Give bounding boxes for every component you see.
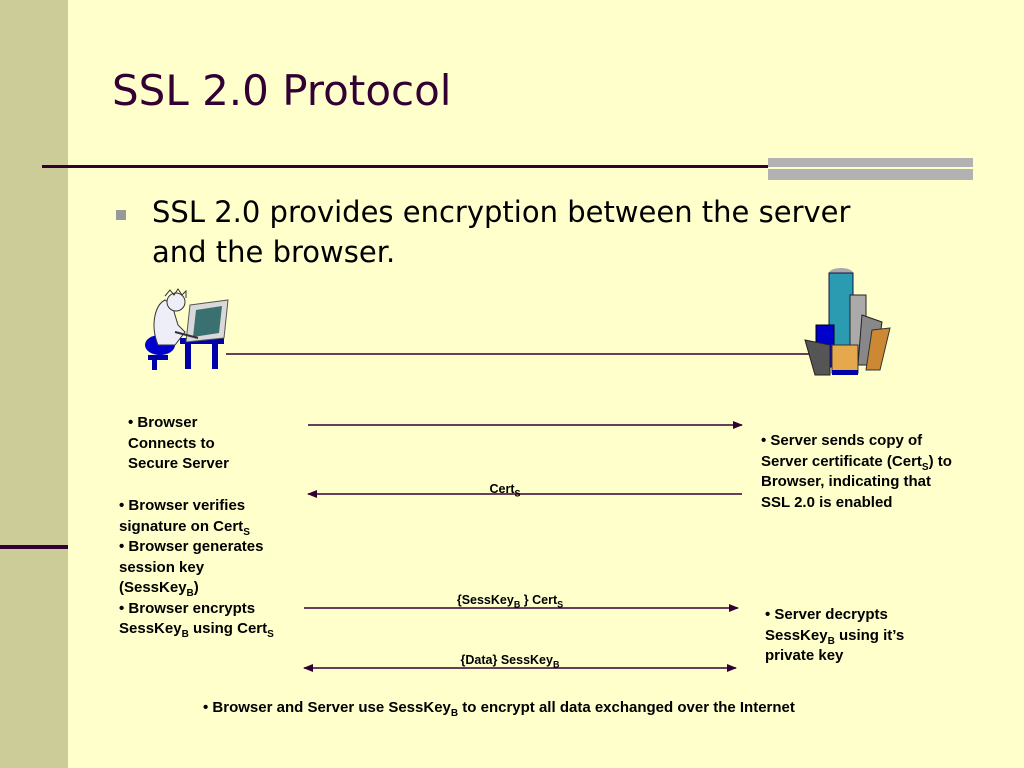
note-footer: • Browser and Server use SessKeyB to enc… <box>203 698 795 719</box>
message-label-data: {Data} SessKeyB <box>430 653 590 667</box>
message-label-cert: CertS <box>470 482 540 496</box>
person-at-computer-icon <box>145 289 228 370</box>
city-buildings-icon <box>805 268 890 375</box>
note-server-decrypts: • Server decrypts SessKeyB using it’s pr… <box>765 605 904 667</box>
note-server-sends: • Server sends copy of Server certificat… <box>761 431 952 513</box>
message-label-sesskey: {SessKeyB } CertS <box>430 593 590 607</box>
note-browser-steps: • Browser verifies signature on CertS • … <box>119 496 274 640</box>
note-browser-connects: • Browser Connects to Secure Server <box>128 413 229 475</box>
